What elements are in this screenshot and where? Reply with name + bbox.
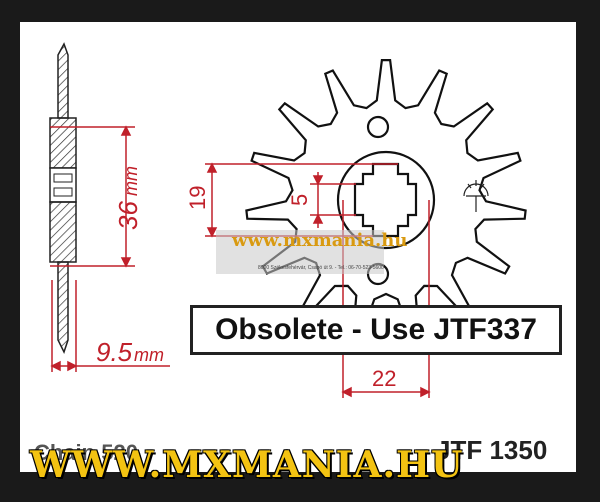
chain-label: Chain 520	[34, 440, 138, 465]
watermark-band-subtext: 8000 Székesfehérvár, Csapó út 9. - Tel.:…	[258, 265, 384, 271]
dim-spline-width: 5	[287, 194, 312, 206]
sprocket-front-view	[245, 59, 527, 339]
watermark-main: WWW.MXMANIA.HU	[30, 444, 464, 486]
watermark-band	[216, 230, 384, 274]
spline-bore	[353, 162, 418, 238]
profile-dimensions	[50, 125, 170, 372]
watermark-band-text: www.mxmania.hu	[232, 230, 408, 251]
obsolete-notice-text: Obsolete - Use JTF337	[215, 313, 537, 346]
obsolete-notice: Obsolete - Use JTF337	[190, 305, 562, 355]
dim-height-value: 36	[113, 201, 143, 230]
mounting-hole-top	[366, 115, 390, 139]
dim-width-unit: mm	[134, 345, 164, 365]
rotation-symbol	[463, 180, 489, 212]
side-profile	[49, 42, 77, 354]
part-code: JTF 1350	[436, 435, 548, 465]
dim-width-value: 9.5	[96, 337, 133, 367]
dim-spline-outer: 19	[185, 186, 210, 210]
dim-spline-inner: 22	[372, 366, 396, 391]
dim-height-unit: mm	[121, 166, 141, 196]
